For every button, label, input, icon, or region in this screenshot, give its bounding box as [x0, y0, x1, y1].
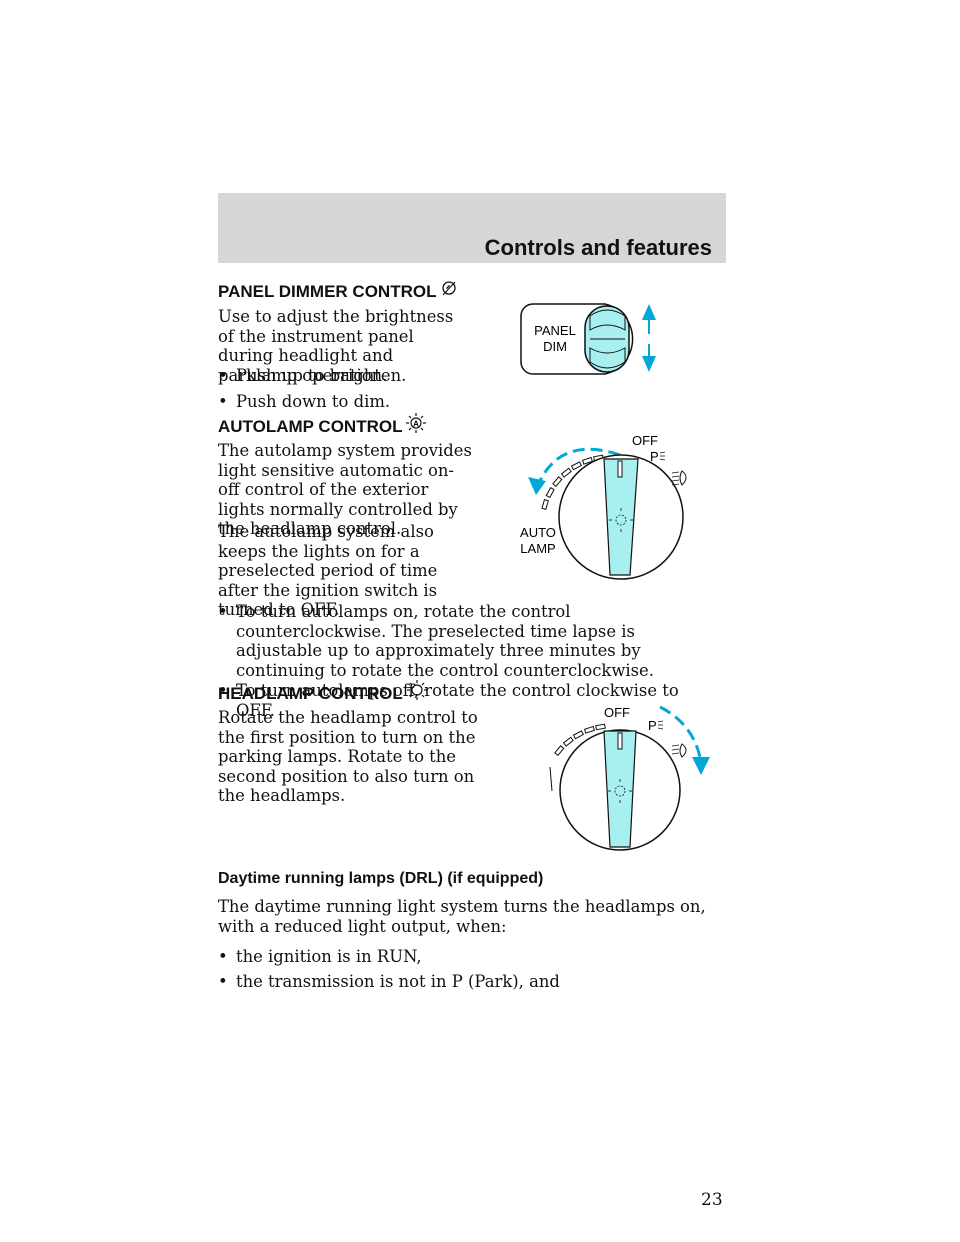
headlamp-switch-figure: OFF P [549, 705, 710, 851]
panel-dimmer-icon [442, 281, 457, 296]
autolamp-description-2: The autolamp system also keeps the light… [218, 522, 438, 619]
drl-heading: Daytime running lamps (DRL) (if equipped… [218, 870, 544, 887]
counterclockwise-arrow-icon [528, 477, 546, 495]
headlamp-heading: HEADLAMP CONTROL [218, 679, 428, 704]
page-number: 23 [701, 1190, 723, 1210]
page-header-title: Controls and features [484, 235, 712, 260]
list-item: •To turn autolamps off, rotate the contr… [218, 681, 679, 720]
panel-dim-switch-figure: PANEL DIM [520, 303, 656, 375]
autolamp-icon: A [406, 413, 427, 433]
arrow-up-icon [642, 304, 656, 320]
headlamp-beam-icon [671, 743, 687, 758]
headlamp-icon [406, 680, 427, 700]
clockwise-arrow-icon [692, 757, 710, 775]
panel-dimmer-description: Use to adjust the brightness of the inst… [218, 307, 454, 385]
headlamp-beam-icon [671, 470, 687, 486]
headlamp-description: Rotate the headlamp control to the first… [218, 708, 478, 805]
list-item: •the ignition is in RUN, [218, 947, 422, 966]
header-band: Controls and features [218, 193, 726, 263]
off-label: OFF [604, 705, 630, 720]
autolamp-heading-text: AUTOLAMP CONTROL [218, 417, 403, 436]
list-item: •the transmission is not in P (Park), an… [218, 972, 560, 991]
dim-label: DIM [543, 339, 567, 354]
auto-label: AUTO [520, 525, 556, 540]
list-item: •Push up to brighten. [218, 366, 407, 385]
parklamp-label: P [650, 449, 659, 464]
svg-text:A: A [414, 420, 420, 429]
parklamp-icon [657, 720, 664, 730]
parklamp-icon [659, 451, 666, 461]
autolamp-heading: AUTOLAMP CONTROL A [218, 412, 427, 437]
headlamp-heading-text: HEADLAMP CONTROL [218, 684, 403, 703]
panel-label: PANEL [534, 323, 576, 338]
list-item: •To turn autolamps on, rotate the contro… [218, 602, 654, 680]
panel-dimmer-heading: PANEL DIMMER CONTROL [218, 279, 459, 302]
panel-dimmer-heading-text: PANEL DIMMER CONTROL [218, 282, 437, 301]
list-item: •Push down to dim. [218, 392, 391, 411]
lamp-label: LAMP [520, 541, 555, 556]
autolamp-switch-figure: OFF P AUTO LAMP [520, 433, 687, 580]
arrow-down-icon [642, 356, 656, 372]
autolamp-description-1: The autolamp system provides light sensi… [218, 441, 472, 538]
parklamp-label: P [648, 718, 657, 733]
drl-description: The daytime running light system turns t… [218, 897, 706, 936]
off-label: OFF [632, 433, 658, 448]
